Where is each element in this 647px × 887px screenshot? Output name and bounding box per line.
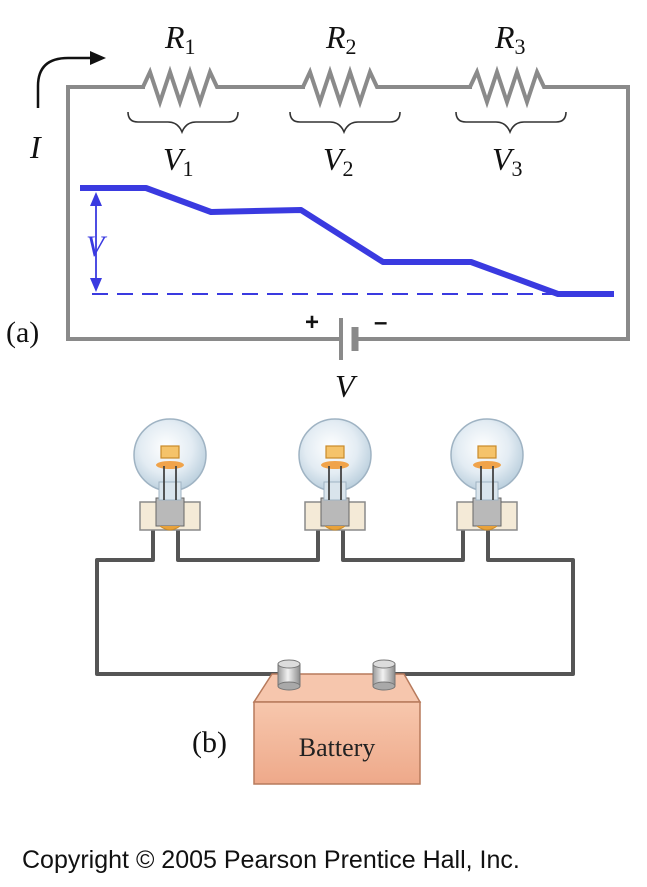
resistor-r2-label: R2: [325, 19, 357, 59]
brace-v1: [127, 111, 239, 135]
bulb-filament: [477, 445, 497, 459]
panel-a-label: (a): [6, 316, 39, 349]
brace-v3: [455, 111, 567, 135]
panel-b-circuit: Battery (b): [95, 418, 575, 785]
resistor-r3-symbol: [468, 65, 550, 109]
light-bulb-3: [450, 418, 524, 531]
current-label: I: [29, 129, 42, 165]
potential-profile-line: [80, 185, 614, 297]
battery-minus-label: –: [374, 309, 387, 336]
voltage-braces: [127, 111, 567, 135]
bulb-wires: [95, 522, 575, 676]
battery-voltage-label: V: [335, 368, 358, 404]
light-bulb-2: [298, 418, 372, 531]
potential-arrow-down-icon: [90, 278, 102, 292]
battery-front-face: [253, 701, 421, 785]
current-arrow: [36, 56, 92, 108]
battery-terminal-right: [372, 659, 396, 691]
resistor-r2-symbol: [301, 65, 383, 109]
battery-terminal-left: [277, 659, 301, 691]
potential-arrow-up-icon: [90, 192, 102, 206]
battery-text: Battery: [299, 733, 376, 762]
bulb-filament: [325, 445, 345, 459]
voltage-v3-label: V3: [492, 141, 523, 181]
resistor-r1-label: R1: [164, 19, 196, 59]
voltage-v2-label: V2: [323, 141, 354, 181]
light-bulb-1: [133, 418, 207, 531]
circuit-wire: [66, 85, 630, 341]
brace-v2: [289, 111, 401, 135]
panel-b-label: (b): [192, 726, 227, 759]
copyright-notice: Copyright © 2005 Pearson Prentice Hall, …: [22, 846, 520, 874]
resistor-r1-symbol: [141, 65, 223, 109]
battery-box: Battery: [252, 659, 422, 785]
potential-label: V: [86, 230, 108, 263]
current-arrowhead-icon: [90, 51, 106, 65]
voltage-v1-label: V1: [163, 141, 194, 181]
panel-a-circuit: R1 R2 R3 V1 V2 V3 I: [6, 19, 630, 404]
bulb-filament: [160, 445, 180, 459]
battery-plus-label: +: [305, 309, 319, 336]
resistor-r3-label: R3: [494, 19, 526, 59]
